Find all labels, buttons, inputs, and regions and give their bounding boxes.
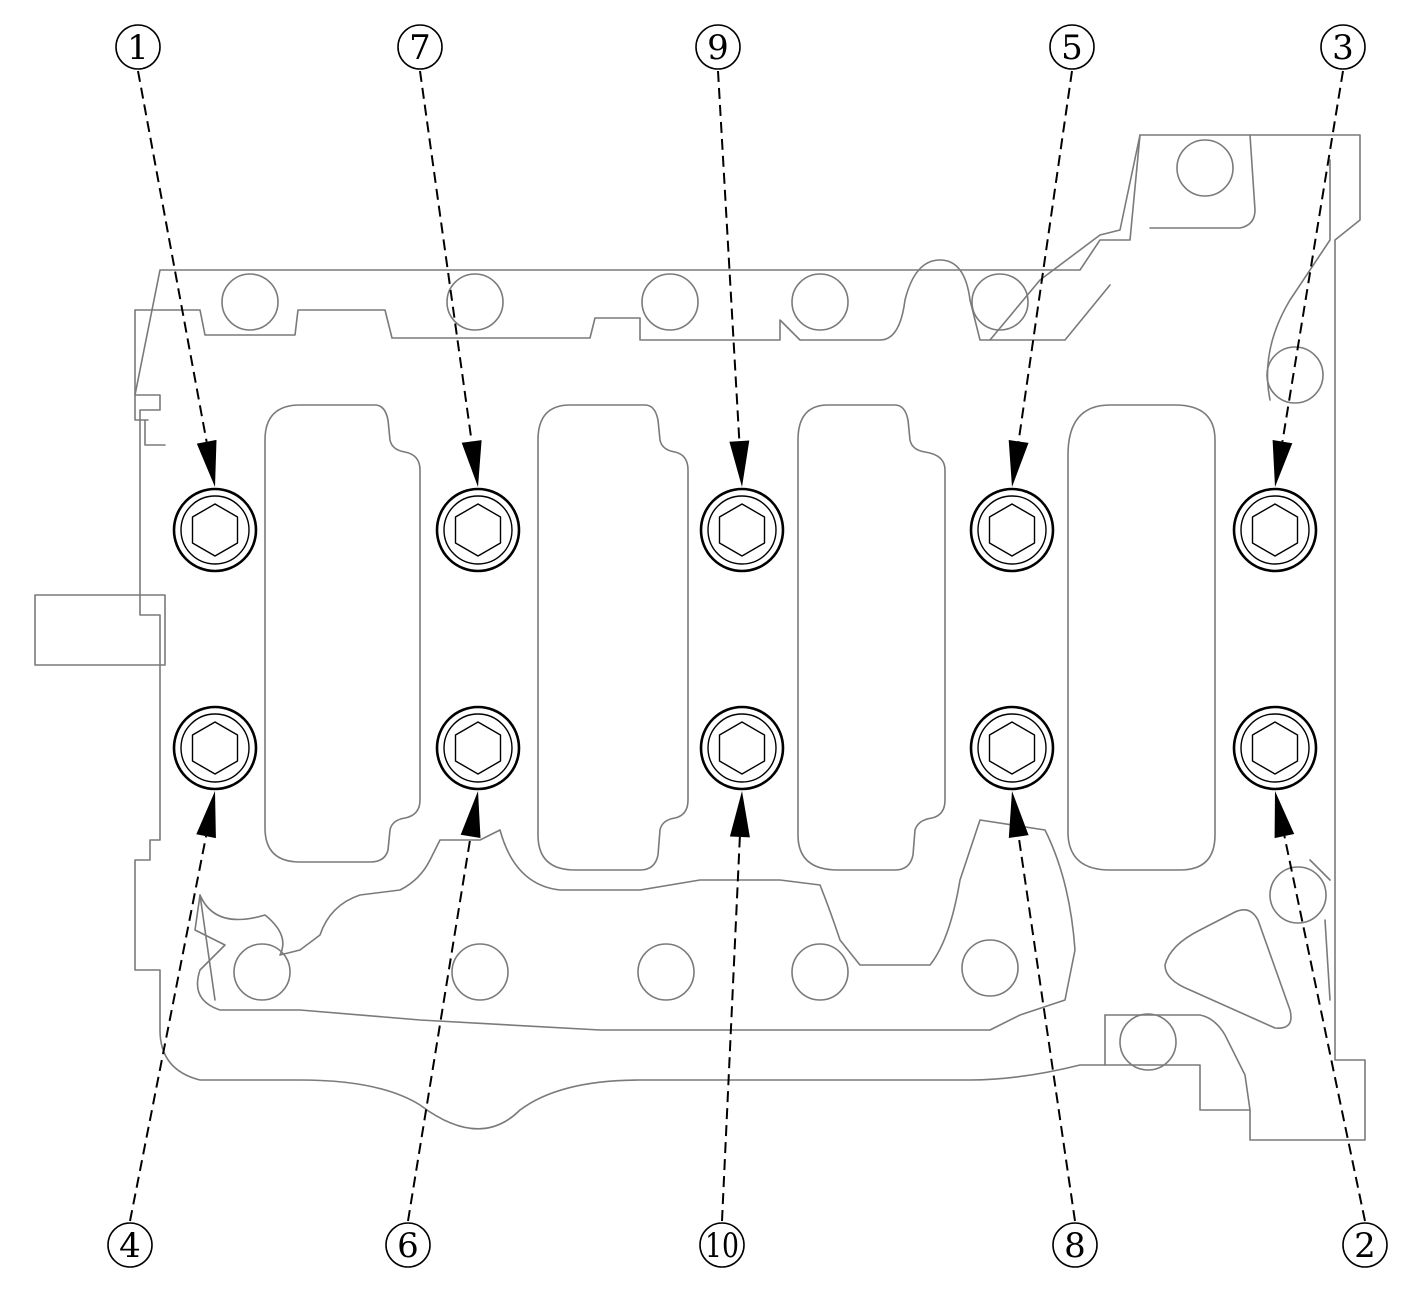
callout-2-circle bbox=[1342, 1222, 1388, 1268]
callout-10: 10 bbox=[699, 1222, 745, 1268]
bolt-4-hex-socket bbox=[191, 721, 239, 775]
callout-7-circle bbox=[397, 24, 443, 70]
bolt-7-hex-socket bbox=[454, 503, 502, 557]
arrowhead-2 bbox=[1274, 791, 1295, 839]
bolt-9-washer bbox=[699, 487, 785, 573]
callout-5-label: 5 bbox=[1061, 28, 1083, 68]
callout-2-label: 2 bbox=[1354, 1226, 1376, 1266]
bolt-8-hex-socket bbox=[988, 721, 1036, 775]
bolt-9-head bbox=[707, 495, 777, 565]
bolt-8-head bbox=[977, 713, 1047, 783]
bolt-1 bbox=[172, 487, 258, 573]
bolt-6-head bbox=[443, 713, 513, 783]
arrowhead-5 bbox=[1008, 440, 1029, 487]
bolt-4-washer bbox=[172, 705, 258, 791]
callout-6: 6 bbox=[385, 1222, 431, 1268]
leader-line-3 bbox=[1281, 70, 1344, 442]
callout-8-label: 8 bbox=[1064, 1226, 1086, 1266]
bolt-5-washer bbox=[969, 487, 1055, 573]
leader-line-2 bbox=[1283, 835, 1366, 1222]
callout-3-label: 3 bbox=[1332, 28, 1354, 68]
leader-line-9 bbox=[717, 70, 741, 442]
bolt-9 bbox=[699, 487, 785, 573]
arrowhead-9 bbox=[729, 440, 750, 487]
bolt-8 bbox=[969, 705, 1055, 791]
bolt-3-washer bbox=[1232, 487, 1318, 573]
arrowhead-3 bbox=[1272, 440, 1293, 487]
callout-5-circle bbox=[1049, 24, 1095, 70]
bolt-1-head bbox=[180, 495, 250, 565]
callout-7-label: 7 bbox=[409, 28, 431, 68]
bolt-7 bbox=[435, 487, 521, 573]
bolt-6-hex-socket bbox=[454, 721, 502, 775]
bolt-4 bbox=[172, 705, 258, 791]
callout-7: 7 bbox=[397, 24, 443, 70]
leader-line-6 bbox=[407, 836, 472, 1222]
bolt-6-washer bbox=[435, 705, 521, 791]
callout-4-circle bbox=[107, 1222, 153, 1268]
bolt-7-head bbox=[443, 495, 513, 565]
leader-line-8 bbox=[1017, 836, 1076, 1222]
bolt-10-washer bbox=[699, 705, 785, 791]
bolt-8-washer bbox=[969, 705, 1055, 791]
bolt-10-hex-socket bbox=[718, 721, 766, 775]
callout-8: 8 bbox=[1052, 1222, 1098, 1268]
arrowhead-10 bbox=[729, 791, 750, 838]
arrowhead-1 bbox=[196, 439, 217, 487]
bolt-1-washer bbox=[172, 487, 258, 573]
bolt-5 bbox=[969, 487, 1055, 573]
callout-10-circle bbox=[699, 1222, 745, 1268]
callout-1-label: 1 bbox=[127, 28, 149, 68]
bolt-3-hex-socket bbox=[1251, 503, 1299, 557]
arrowhead-4 bbox=[196, 791, 216, 839]
callout-4: 4 bbox=[107, 1222, 153, 1268]
bolt-6 bbox=[435, 705, 521, 791]
bolt-10 bbox=[699, 705, 785, 791]
callout-labels: 1 7 9 5 3 4 6 10 bbox=[107, 24, 1388, 1268]
bolt-2-washer bbox=[1232, 705, 1318, 791]
bolt-5-head bbox=[977, 495, 1047, 565]
arrowhead-8 bbox=[1008, 791, 1029, 838]
callout-3-circle bbox=[1320, 24, 1366, 70]
leader-line-4 bbox=[129, 835, 208, 1222]
bolt-2 bbox=[1232, 705, 1318, 791]
bolt-4-head bbox=[180, 713, 250, 783]
bolt-group bbox=[172, 487, 1318, 791]
callout-6-label: 6 bbox=[397, 1226, 419, 1266]
leader-line-10 bbox=[721, 836, 741, 1222]
bolt-3 bbox=[1232, 487, 1318, 573]
bolt-3-head bbox=[1240, 495, 1310, 565]
callout-3: 3 bbox=[1320, 24, 1366, 70]
callout-9-circle bbox=[695, 24, 741, 70]
leader-line-group bbox=[129, 70, 1366, 1222]
callout-9-label: 9 bbox=[707, 28, 729, 68]
callout-8-circle bbox=[1052, 1222, 1098, 1268]
bolt-2-hex-socket bbox=[1251, 721, 1299, 775]
engine-block-outline bbox=[34, 134, 1366, 1141]
callout-9: 9 bbox=[695, 24, 741, 70]
callout-1-circle bbox=[115, 24, 161, 70]
bolt-9-hex-socket bbox=[718, 503, 766, 557]
bolt-10-head bbox=[707, 713, 777, 783]
callout-5: 5 bbox=[1049, 24, 1095, 70]
leader-line-1 bbox=[137, 70, 208, 442]
bolt-2-head bbox=[1240, 713, 1310, 783]
callout-2: 2 bbox=[1342, 1222, 1388, 1268]
callout-4-label: 4 bbox=[119, 1226, 141, 1266]
bolt-1-hex-socket bbox=[191, 503, 239, 557]
leader-line-5 bbox=[1017, 70, 1073, 442]
callout-6-circle bbox=[385, 1222, 431, 1268]
leader-line-7 bbox=[419, 70, 473, 442]
arrowhead-7 bbox=[461, 440, 482, 487]
callout-10-label: 10 bbox=[705, 1226, 739, 1266]
bolt-5-hex-socket bbox=[988, 503, 1036, 557]
arrowhead-6 bbox=[460, 791, 481, 838]
bolt-7-washer bbox=[435, 487, 521, 573]
callout-1: 1 bbox=[115, 24, 161, 70]
